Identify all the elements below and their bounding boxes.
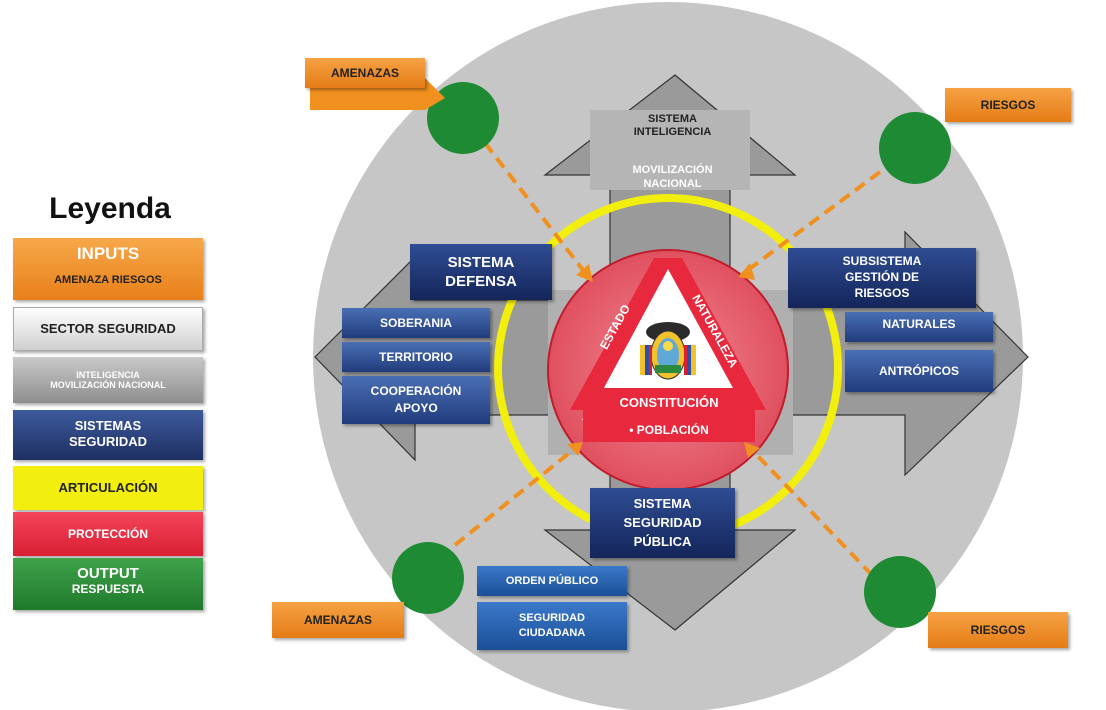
movilizacion-l1: MOVILIZACIÓN: [632, 164, 713, 176]
arrow-amenaza-bottom: [453, 448, 575, 547]
output-circle-bottom-right: [864, 556, 936, 628]
sistema-defensa-l2: DEFENSA: [445, 273, 517, 290]
poblacion-bullet: •: [629, 423, 637, 437]
movilizacion-l2: NACIONAL: [643, 178, 702, 190]
legend-inputs: INPUTS AMENAZA RIESGOS: [13, 238, 203, 300]
subsistema-l2: GESTIÓN DE: [844, 270, 919, 284]
legend-proteccion: PROTECCIÓN: [13, 512, 203, 556]
ribbon-estado: [570, 258, 674, 410]
poblacion-text: POBLACIÓN: [636, 423, 709, 437]
legend-sector: SECTOR SEGURIDAD: [13, 307, 203, 351]
seguridad-publica-l3: PÚBLICA: [633, 534, 692, 549]
subsistema-l1: SUBSISTEMA: [842, 254, 922, 268]
sistema-inteligencia-l1: SISTEMA: [648, 113, 697, 125]
poblacion-label: • POBLACIÓN: [583, 418, 755, 442]
seguridad-publica-l1: SISTEMA: [633, 496, 692, 511]
legend-sistemas: SISTEMAS SEGURIDAD: [13, 410, 203, 460]
ribbon-poblacion: [583, 418, 755, 442]
input-amenazas-top: AMENAZAS: [305, 58, 425, 88]
antropicos-box: ANTRÓPICOS: [845, 350, 993, 392]
naturales-box: NATURALES: [845, 312, 993, 342]
sistema-defensa-l1: SISTEMA: [447, 254, 515, 271]
soberania-box: SOBERANIA: [342, 308, 490, 338]
movilizacion-label: MOVILIZACIÓN NACIONAL: [600, 163, 745, 191]
arrow-riesgo-bottom: [750, 448, 874, 577]
input-amenazas-bottom: AMENAZAS: [272, 602, 404, 638]
cooperacion-l1: COOPERACIÓN: [370, 384, 462, 398]
arrowhead-4: [744, 442, 760, 458]
seguridad-ciudadana-l1: SEGURIDAD: [518, 612, 585, 624]
legend-intel-l1: INTELIGENCIA: [76, 370, 140, 380]
intel-panel: [590, 110, 750, 190]
sistema-defensa-box: SISTEMA DEFENSA: [410, 244, 552, 300]
cooperacion-l2: APOYO: [394, 401, 438, 415]
arrow-riesgo-top: [746, 170, 882, 272]
cooperacion-box: COOPERACIÓN APOYO: [342, 376, 490, 424]
sistema-inteligencia-label: SISTEMA INTELIGENCIA: [600, 113, 745, 139]
sistema-inteligencia-l2: INTELIGENCIA: [633, 126, 712, 138]
output-circle-top-left: [427, 82, 499, 154]
output-circle-bottom-left: [392, 542, 464, 614]
subsistema-riesgos-box: SUBSISTEMA GESTIÓN DE RIESGOS: [788, 248, 976, 308]
seguridad-ciudadana-l2: CIUDADANA: [518, 627, 586, 639]
legend-output: OUTPUT RESPUESTA: [13, 558, 203, 610]
legend-output-l1: OUTPUT: [77, 565, 139, 582]
seguridad-ciudadana-box: SEGURIDAD CIUDADANA: [477, 602, 627, 650]
subsistema-l3: RIESGOS: [854, 286, 910, 300]
input-riesgos-bottom: RIESGOS: [928, 612, 1068, 648]
legend-intel-l2: MOVILIZACIÓN NACIONAL: [50, 380, 166, 390]
legend-intel: INTELIGENCIA MOVILIZACIÓN NACIONAL: [13, 357, 203, 403]
legend-sistemas-l1: SISTEMAS: [74, 418, 142, 433]
seguridad-publica-box: SISTEMA SEGURIDAD PÚBLICA: [590, 488, 735, 558]
ribbon-naturaleza: [662, 258, 766, 410]
legend-inputs-label: INPUTS: [76, 244, 140, 263]
territorio-box: TERRITORIO: [342, 342, 490, 372]
legend-inputs-sub: AMENAZA RIESGOS: [54, 274, 162, 286]
legend-output-l2: RESPUESTA: [71, 582, 145, 596]
legend-articulacion: ARTICULACIÓN: [13, 466, 203, 510]
seguridad-publica-l2: SEGURIDAD: [623, 515, 702, 530]
ribbon-constitucion: [583, 388, 755, 418]
arrowhead-3: [567, 442, 583, 456]
arrow-amenaza-top: [483, 141, 585, 272]
arrowhead-1: [576, 264, 593, 282]
orden-publico-box: ORDEN PÚBLICO: [477, 566, 627, 596]
constitucion-label: CONSTITUCIÓN: [619, 395, 719, 410]
output-circle-top-right: [879, 112, 951, 184]
input-riesgos-top: RIESGOS: [945, 88, 1071, 122]
coat-of-arms-icon: [640, 322, 696, 380]
legend-sistemas-l2: SEGURIDAD: [68, 434, 147, 449]
arrowhead-2: [738, 263, 755, 280]
legend-title: Leyenda: [49, 192, 171, 225]
